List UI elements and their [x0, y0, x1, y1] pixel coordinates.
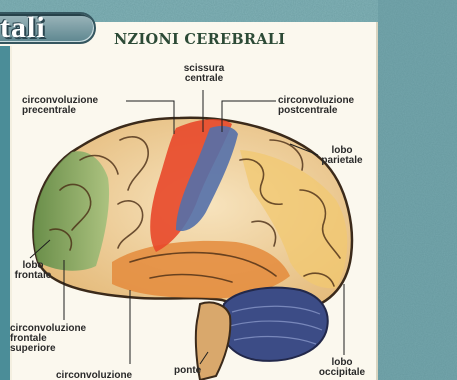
label-circonvoluzione-frontale-superiore: circonvoluzione frontale superiore	[10, 324, 86, 354]
page-title: NZIONI CEREBRALI	[114, 31, 285, 48]
label-line: occipitale	[310, 368, 374, 378]
label-line: precentrale	[22, 106, 98, 116]
label-circonvoluzione-postcentrale: circonvoluzione postcentrale	[278, 96, 354, 116]
label-ponte: ponte	[174, 366, 201, 376]
label-circonvoluzione-bottom: circonvoluzione	[56, 371, 132, 380]
label-scissura-centrale: scissura centrale	[176, 64, 232, 84]
label-line: superiore	[10, 344, 86, 354]
frontal-lobe-region	[34, 151, 109, 271]
label-lobo-parietale: lobo parietale	[314, 146, 370, 166]
label-line: postcentrale	[278, 106, 354, 116]
label-circonvoluzione-precentrale: circonvoluzione precentrale	[22, 96, 98, 116]
section-tab-label: tali	[0, 11, 46, 45]
label-lobo-frontale: lobo frontale	[8, 261, 58, 281]
label-line: centrale	[176, 74, 232, 84]
label-line: parietale	[314, 156, 370, 166]
label-line: frontale	[8, 271, 58, 281]
label-lobo-occipitale: lobo occipitale	[310, 358, 374, 378]
section-tab[interactable]: tali	[0, 12, 103, 46]
